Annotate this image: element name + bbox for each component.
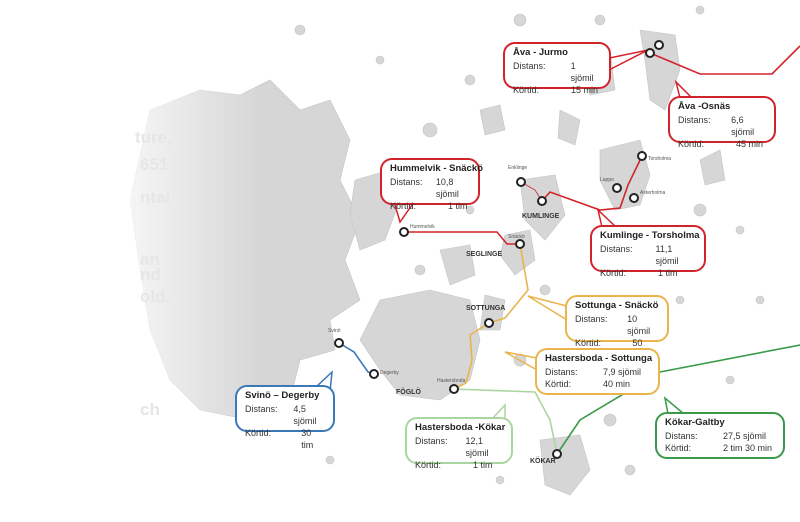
place-label-kokar: KÖKAR bbox=[530, 458, 556, 465]
distance-value: 7,9 sjömil bbox=[603, 367, 642, 377]
time-label: Körtid: bbox=[600, 268, 627, 278]
stop-marker-sottunga bbox=[484, 318, 494, 328]
distance-label: Distans: bbox=[600, 244, 633, 254]
left-fade-overlay bbox=[0, 0, 260, 522]
background-text: 651 bbox=[140, 155, 169, 174]
time-value: 45 min bbox=[736, 139, 764, 149]
stop-marker-kumlinge bbox=[537, 196, 547, 206]
route-kumlinge-torsholma bbox=[541, 155, 643, 211]
time-value: 30 tim bbox=[301, 428, 314, 450]
route-title: Hummelvik - Snäckö bbox=[390, 163, 483, 174]
background-text: old. bbox=[140, 287, 171, 306]
distance-value: 1 sjömil bbox=[570, 61, 594, 83]
time-value: 1 tim bbox=[473, 460, 493, 470]
route-title: Hastersboda -Kökar bbox=[415, 422, 506, 433]
place-label-sottunga: SOTTUNGA bbox=[466, 305, 506, 312]
background-text: ch bbox=[140, 400, 160, 419]
route-snacko-sottunga-hastersboda bbox=[453, 243, 529, 390]
route-info-hastersboda-kokar: Hastersboda -Kökar Distans: 12,1 sjömil K… bbox=[405, 417, 513, 470]
route-info-svino-degerby: Svinö – Degerby Distans: 4,5 sjömil Körti… bbox=[235, 385, 335, 450]
distance-value: 4,5 sjömil bbox=[293, 404, 317, 426]
route-info-kumlinge-torsholma: Kumlinge - Torsholma Distans: 11,1 sjömil… bbox=[590, 225, 706, 278]
distance-value: 10 sjömil bbox=[627, 314, 651, 336]
time-label: Körtid: bbox=[415, 460, 442, 470]
stop-label-hummelvik: Hummelvik bbox=[410, 224, 435, 230]
distance-label: Distans: bbox=[678, 115, 711, 125]
place-label-kumlinge: KUMLINGE bbox=[522, 213, 560, 220]
stop-marker-asterholma bbox=[629, 193, 639, 203]
stop-label-torsholma: Torsholma bbox=[648, 156, 672, 162]
time-label: Körtid: bbox=[513, 85, 540, 95]
stop-label-lappo: Lappo bbox=[600, 177, 614, 183]
route-info-ava-osnas: Åva -Osnäs Distans: 6,6 sjömil Körtid: 45 … bbox=[668, 96, 776, 149]
route-info-kokar-galtby: Kökar-Galtby Distans: 27,5 sjömil Körtid:… bbox=[655, 412, 785, 459]
route-title: Sottunga - Snäckö bbox=[575, 300, 659, 311]
time-value: 1 tim bbox=[448, 201, 468, 211]
route-info-ava-jurmo: Åva - Jurmo Distans: 1 sjömil Körtid: 15 m… bbox=[503, 42, 611, 95]
distance-label: Distans: bbox=[545, 367, 578, 377]
time-label: Körtid: bbox=[390, 201, 417, 211]
distance-label: Distans: bbox=[390, 177, 423, 187]
route-title: Hastersboda - Sottunga bbox=[545, 353, 653, 364]
place-label-foglo: FÖGLÖ bbox=[396, 389, 421, 396]
stop-marker-torsholma bbox=[637, 151, 647, 161]
route-kokar-galtby bbox=[556, 344, 800, 455]
stop-label-snacko: Snäckö bbox=[508, 234, 525, 240]
time-value: 40 min bbox=[603, 379, 631, 389]
time-label: Körtid: bbox=[545, 379, 572, 389]
distance-value: 27,5 sjömil bbox=[723, 431, 767, 441]
route-title: Svinö – Degerby bbox=[245, 390, 320, 401]
route-info-hastersboda-sottunga: Hastersboda - Sottunga Distans: 7,9 sjömi… bbox=[535, 348, 660, 395]
route-title: Åva -Osnäs bbox=[678, 101, 731, 112]
stop-marker-lappo bbox=[612, 183, 622, 193]
distance-label: Distans: bbox=[415, 436, 448, 446]
route-ava-osnas bbox=[649, 45, 800, 75]
stop-marker-jurmo bbox=[654, 40, 664, 50]
route-title: Kumlinge - Torsholma bbox=[600, 230, 700, 241]
distance-value: 11,1 sjömil bbox=[655, 244, 679, 266]
route-info-sottunga-snacko: Sottunga - Snäckö Distans: 10 sjömil Kört… bbox=[565, 295, 669, 360]
stop-marker-snacko bbox=[515, 239, 525, 249]
stop-marker-hastersboda bbox=[449, 384, 459, 394]
time-label: Körtid: bbox=[678, 139, 705, 149]
stop-marker-svino bbox=[334, 338, 344, 348]
distance-label: Distans: bbox=[245, 404, 278, 414]
route-info-hummelvik-snacko: Hummelvik - Snäckö Distans: 10,8 sjömil K… bbox=[380, 158, 483, 211]
stop-label-enklinge: Enklinge bbox=[508, 165, 528, 171]
background-text: ntal bbox=[140, 188, 171, 207]
stop-marker-degerby bbox=[369, 369, 379, 379]
time-label: Körtid: bbox=[245, 428, 272, 438]
background-text: ture, bbox=[135, 128, 172, 147]
distance-label: Distans: bbox=[513, 61, 546, 71]
distance-value: 10,8 sjömil bbox=[435, 177, 459, 199]
stop-label-svino: Svinö bbox=[328, 328, 341, 334]
route-hastersboda-kokar bbox=[453, 388, 558, 455]
route-title: Åva - Jurmo bbox=[513, 47, 568, 58]
time-label: Körtid: bbox=[665, 443, 692, 453]
time-value: 15 min bbox=[571, 85, 599, 95]
time-value: 1 tim bbox=[658, 268, 678, 278]
stop-marker-ava bbox=[645, 48, 655, 58]
ferry-routes bbox=[338, 45, 800, 455]
distance-value: 12,1 sjömil bbox=[465, 436, 489, 458]
place-label-seglinge: SEGLINGE bbox=[466, 251, 503, 258]
distance-label: Distans: bbox=[665, 431, 698, 441]
stop-label-hastersboda: Hastersboda bbox=[437, 378, 466, 384]
distance-value: 6,6 sjömil bbox=[731, 115, 755, 137]
background-text: nd bbox=[140, 265, 161, 284]
stop-marker-enklinge bbox=[516, 177, 526, 187]
time-value: 2 tim 30 min bbox=[723, 443, 773, 453]
route-title: Kökar-Galtby bbox=[665, 417, 725, 428]
ferry-stops bbox=[334, 40, 664, 459]
stop-label-degerby: Degerby bbox=[380, 370, 399, 376]
route-hummelvik-snacko bbox=[404, 231, 520, 245]
distance-label: Distans: bbox=[575, 314, 608, 324]
background-text: an bbox=[140, 250, 160, 269]
stop-marker-hummelvik bbox=[399, 227, 409, 237]
time-label: Körtid: bbox=[575, 338, 602, 348]
stop-marker-kokar bbox=[552, 449, 562, 459]
stop-label-asterholma: Asterholma bbox=[640, 190, 666, 196]
